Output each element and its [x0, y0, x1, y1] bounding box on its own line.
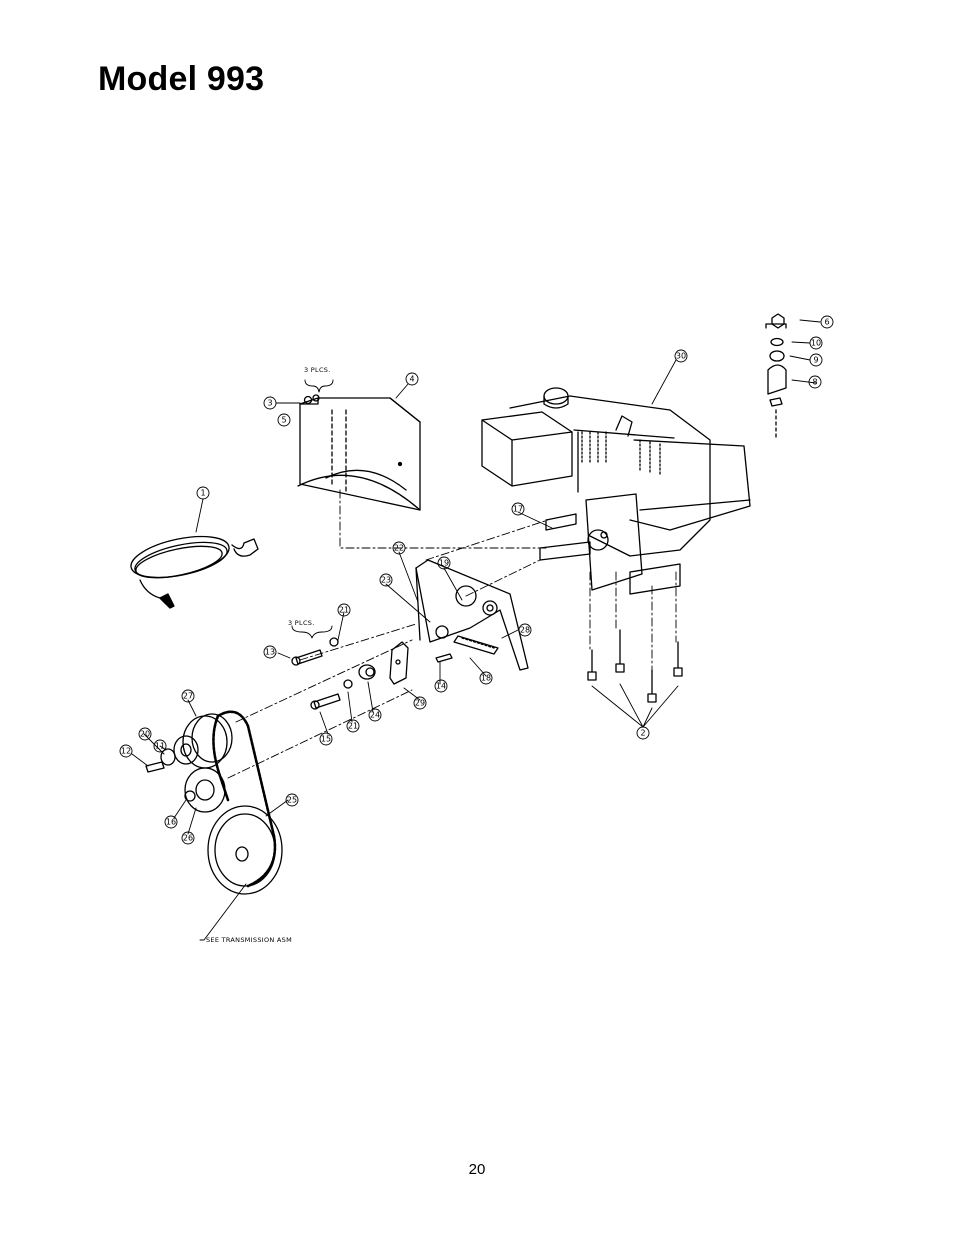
callout-12: 12: [121, 747, 131, 756]
pulley-assembly: [145, 710, 283, 895]
callout-13: 13: [265, 648, 275, 657]
callout-17: 17: [513, 505, 523, 514]
callout-5: 5: [281, 416, 286, 425]
callout-21-upper: 21: [339, 606, 349, 615]
callout-16: 16: [166, 818, 176, 827]
top-right-hardware: [765, 313, 787, 441]
engine: [481, 387, 751, 595]
engine-bolts: [587, 629, 683, 703]
callout-27: 27: [183, 692, 193, 701]
belt-cover: [297, 394, 421, 511]
callout-14: 14: [436, 682, 446, 691]
power-cord: [130, 535, 259, 609]
callout-26: 26: [183, 834, 193, 843]
callout-11: 11: [155, 742, 165, 751]
callout-20: 20: [140, 730, 150, 739]
callout-21-lower: 21: [348, 722, 358, 731]
callout-30: 30: [676, 352, 686, 361]
callout-1: 1: [200, 489, 205, 498]
page-title: Model 993: [98, 60, 265, 98]
callout-24: 24: [370, 711, 380, 720]
callout-3: 3: [267, 399, 272, 408]
callout-10: 10: [811, 339, 821, 348]
assembly-lines: [227, 489, 677, 779]
callout-2: 2: [640, 729, 645, 738]
callout-9: 9: [813, 356, 818, 365]
callout-22: 22: [394, 544, 404, 553]
note-see-transmission: SEE TRANSMISSION ASM: [206, 936, 292, 944]
callout-15: 15: [321, 735, 331, 744]
note-three-places-cover: 3 PLCS.: [304, 366, 331, 374]
mounting-plate: [415, 559, 529, 671]
page-number: 20: [468, 1161, 486, 1178]
callout-8: 8: [812, 378, 817, 387]
callout-4: 4: [409, 375, 414, 384]
callout-23: 23: [381, 576, 391, 585]
callout-circles: [119, 315, 834, 845]
callout-28: 28: [520, 626, 530, 635]
leader-lines: [131, 319, 821, 941]
callout-6: 6: [824, 318, 829, 327]
callout-25: 25: [287, 796, 297, 805]
callout-29: 29: [415, 699, 425, 708]
hardware: [291, 637, 453, 710]
callout-18: 18: [481, 674, 491, 683]
callout-19: 19: [439, 559, 449, 568]
note-three-places-bolts: 3 PLCS.: [288, 619, 315, 627]
